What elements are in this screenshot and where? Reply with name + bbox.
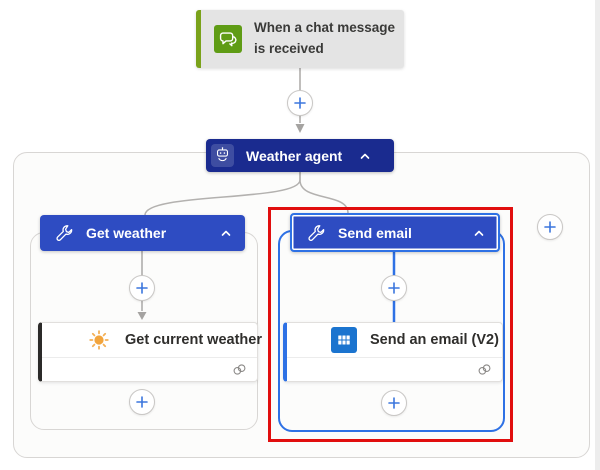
tool-title: Get weather <box>86 225 167 241</box>
sun-icon <box>86 327 112 353</box>
robot-agent-icon <box>211 144 234 167</box>
wrench-icon <box>55 224 73 242</box>
insert-step-button-get-weather-branch[interactable] <box>129 275 155 301</box>
action-title: Get current weather <box>125 332 262 348</box>
plus-icon <box>136 396 148 408</box>
plus-icon <box>388 397 400 409</box>
chat-message-icon <box>214 25 242 53</box>
tool-header-send-email[interactable]: Send email <box>290 213 500 252</box>
agent-header-card[interactable]: Weather agent <box>206 139 394 172</box>
insert-step-button-send-email-branch[interactable] <box>381 275 407 301</box>
connection-icon <box>233 363 246 375</box>
plus-icon <box>544 221 556 233</box>
plus-icon <box>294 97 306 109</box>
tool-collapse-chevron-up-icon[interactable] <box>219 226 233 240</box>
action-card-send-an-email-v2[interactable]: Send an email (V2) <box>283 322 503 382</box>
action-title: Send an email (V2) <box>370 332 499 348</box>
agent-title: Weather agent <box>246 147 343 164</box>
add-action-button-send-email-branch[interactable] <box>381 390 407 416</box>
arrowhead-into-agent <box>295 124 305 133</box>
trigger-card[interactable]: When a chat message is received <box>196 10 404 68</box>
add-tool-button[interactable] <box>537 214 563 240</box>
canvas-right-gutter <box>595 0 600 470</box>
tool-header-get-weather[interactable]: Get weather <box>40 215 245 251</box>
plus-icon <box>388 282 400 294</box>
action-card-get-current-weather[interactable]: Get current weather <box>38 322 262 382</box>
add-action-button-get-weather-branch[interactable] <box>129 389 155 415</box>
trigger-title: When a chat message is received <box>254 20 396 56</box>
insert-step-button-after-trigger[interactable] <box>287 90 313 116</box>
outlook-icon <box>331 327 357 353</box>
wrench-icon <box>307 224 325 242</box>
tool-title: Send email <box>338 224 412 241</box>
plus-icon <box>136 282 148 294</box>
tool-collapse-chevron-up-icon[interactable] <box>472 226 486 240</box>
connection-icon <box>478 363 491 375</box>
agent-collapse-chevron-up-icon[interactable] <box>358 149 372 163</box>
